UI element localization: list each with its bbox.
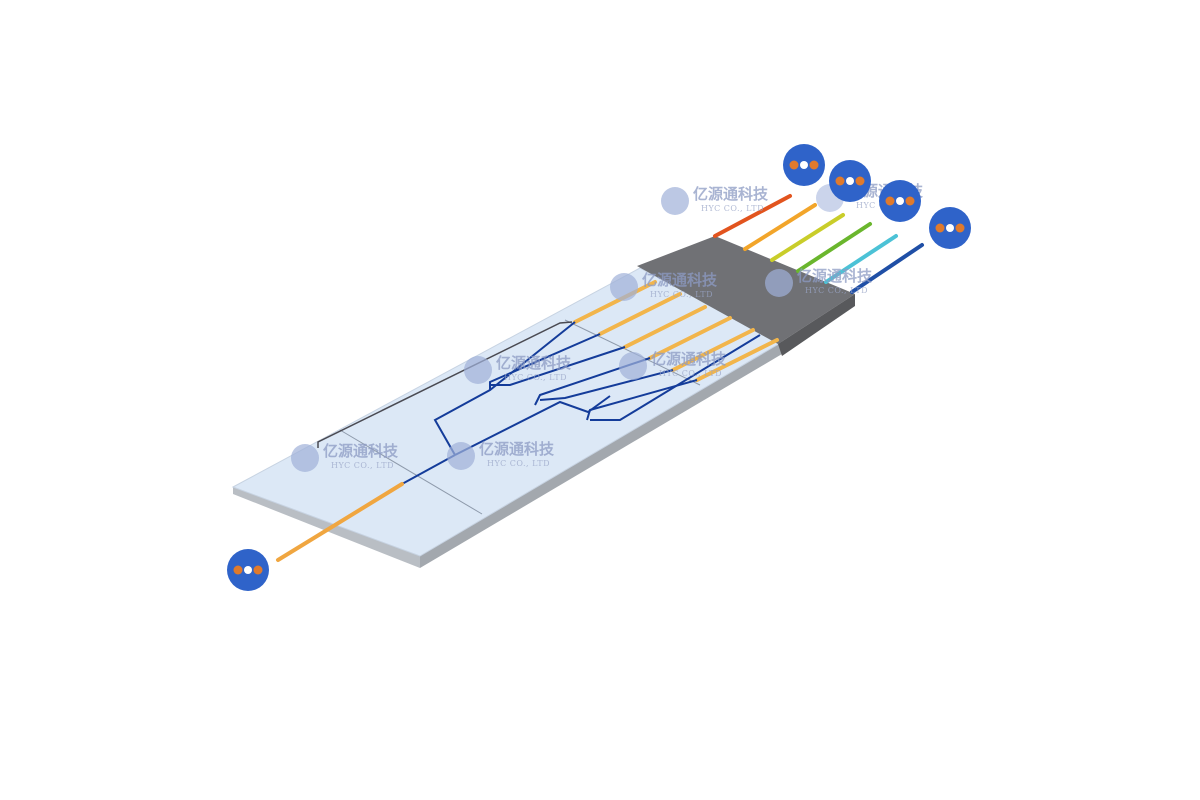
- svg-text:亿源通科技: 亿源通科技: [642, 271, 718, 289]
- watermark: 亿源通科技 HYC CO., LTD: [619, 350, 727, 380]
- output-end-face-1: [783, 144, 825, 186]
- input-section-divider: [339, 429, 483, 515]
- block-front: [778, 294, 855, 356]
- chip-front-side: [233, 487, 420, 568]
- svg-text:亿源通科技: 亿源通科技: [797, 267, 873, 285]
- svg-text:HYC CO., LTD: HYC CO., LTD: [504, 373, 567, 382]
- output-fiber-6: [850, 243, 924, 294]
- fiber-array-block: [637, 236, 855, 356]
- svg-text:HYC CO., LTD: HYC CO., LTD: [701, 204, 764, 213]
- output-end-face-4: [929, 207, 971, 249]
- svg-text:亿源通科技: 亿源通科技: [651, 350, 727, 368]
- watermark: 亿源通科技 HYC CO., LTD: [291, 442, 399, 472]
- svg-text:HYC CO., LTD: HYC CO., LTD: [659, 369, 722, 378]
- input-fiber: [276, 482, 404, 562]
- output-fiber-1: [713, 194, 792, 238]
- output-end-face-3: [879, 180, 921, 222]
- block-top: [637, 236, 855, 344]
- svg-text:HYC CO., LTD: HYC CO., LTD: [487, 459, 550, 468]
- output-fiber-5: [824, 234, 898, 284]
- chip-substrate: [231, 267, 784, 568]
- output-pads: [573, 280, 779, 382]
- chip-outline-trace: [317, 321, 573, 448]
- watermark: 亿源通科技 HYC CO., LTD: [464, 354, 572, 384]
- chip-right-side: [420, 342, 782, 568]
- svg-text:HYC CO., LTD: HYC CO., LTD: [650, 290, 713, 299]
- watermark: 亿源通科技 HYC CO., LTD: [610, 271, 718, 301]
- output-fibers: [713, 194, 924, 294]
- fiber-end-faces: [227, 144, 971, 591]
- watermark: 亿源通科技 HYC CO., LTD: [447, 440, 555, 470]
- watermark: 亿源通科技 HYC CO., LTD: [661, 185, 769, 215]
- svg-text:HYC CO., LTD: HYC CO., LTD: [331, 461, 394, 470]
- svg-text:亿源通科技: 亿源通科技: [693, 185, 769, 203]
- svg-text:亿源通科技: 亿源通科技: [496, 354, 572, 372]
- output-end-face-2: [829, 160, 871, 202]
- input-end-face: [227, 549, 269, 591]
- waveguide-trunk: [401, 454, 456, 485]
- svg-text:亿源通科技: 亿源通科技: [323, 442, 399, 460]
- output-fiber-2: [743, 203, 817, 251]
- output-fiber-4: [796, 222, 872, 273]
- svg-text:HYC CO., LTD: HYC CO., LTD: [805, 286, 868, 295]
- watermark: 亿源通科技 HYC CO., LTD: [765, 267, 873, 297]
- output-fiber-3: [770, 213, 845, 262]
- svg-text:亿源通科技: 亿源通科技: [479, 440, 555, 458]
